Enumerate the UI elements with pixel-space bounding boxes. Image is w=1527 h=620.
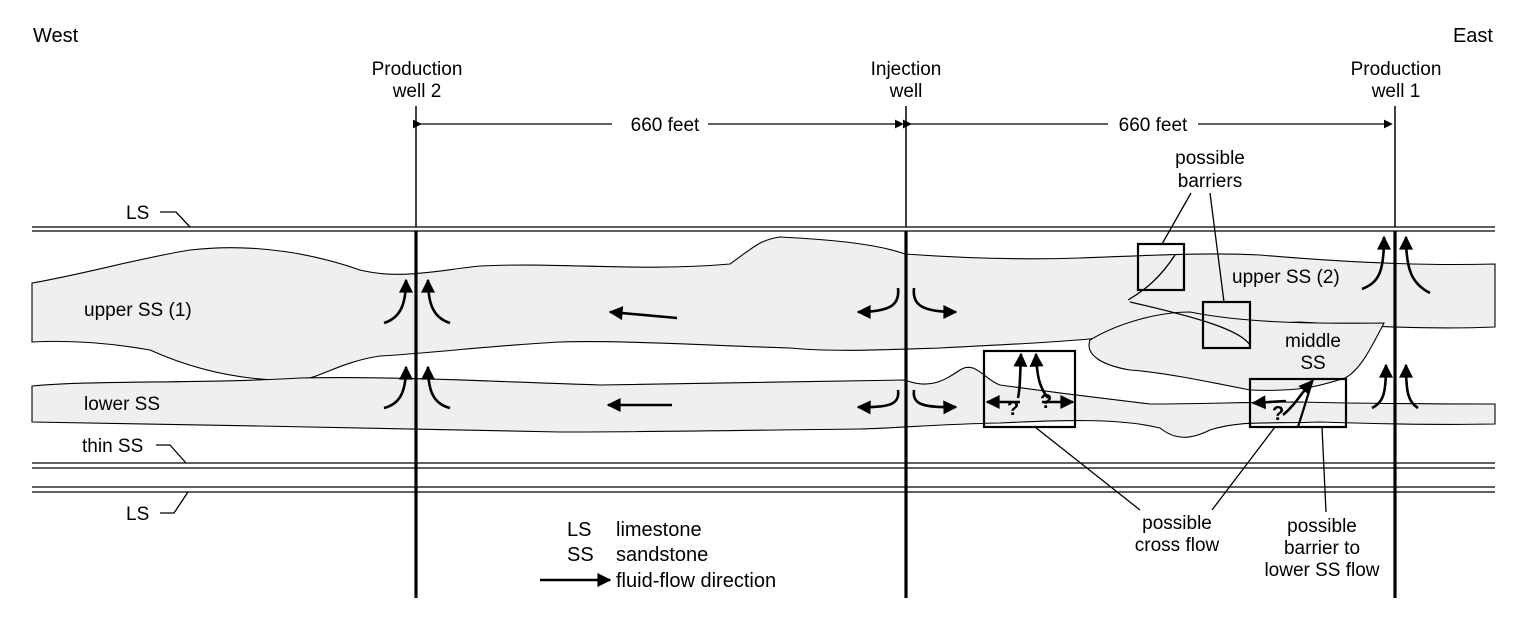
- barrier-boundary: [1127, 254, 1176, 301]
- barrier-arrow-diagonal: [1282, 379, 1313, 416]
- distance-left-label: 660 feet: [631, 115, 700, 136]
- flow-arrow-pw1-upper-left: [1361, 235, 1391, 291]
- production-well-1-label-1: Production: [1351, 59, 1442, 80]
- distance-right-label: 660 feet: [1119, 115, 1188, 136]
- lower-ss-body: [31, 366, 1496, 438]
- cross-flow-arrow-up-right: [1029, 352, 1050, 399]
- flow-arrow-inj-lower-right: [912, 389, 958, 415]
- cross-flow-label-2: cross flow: [1135, 535, 1220, 556]
- ls-top-label: LS: [126, 203, 149, 224]
- flow-arrow-inj-lower-left: [856, 389, 900, 415]
- upper-ss-2-label: upper SS (2): [1232, 267, 1340, 288]
- barriers-leader-2: [1209, 192, 1225, 303]
- barrier-box-2: [1201, 300, 1252, 350]
- question-mark-3: ?: [1272, 403, 1284, 425]
- legend-flow-text: fluid-flow direction: [616, 570, 776, 592]
- flow-arrow-pw2-lower-right: [421, 365, 451, 410]
- cross-flow-label-1: possible: [1142, 513, 1212, 534]
- injection-well-label-2: well: [889, 81, 923, 102]
- flow-arrow-upper-west: [608, 306, 678, 321]
- possible-barriers-label-1: possible: [1175, 148, 1245, 169]
- upper-ss-body: [31, 236, 1496, 381]
- barriers-leader-1: [1161, 192, 1192, 245]
- lower-ss-label: lower SS: [84, 394, 160, 415]
- ls-bottom-leader: [160, 491, 189, 514]
- production-well-2-label-1: Production: [372, 59, 463, 80]
- middle-ss-body: [1088, 311, 1385, 391]
- middle-ss-label-2: SS: [1300, 353, 1325, 374]
- barrier-box-1: [1136, 242, 1186, 292]
- barrier-lower-label-2: barrier to: [1284, 538, 1360, 559]
- barrier-lower-leader: [1321, 426, 1327, 513]
- thin-ss-leader: [156, 444, 187, 464]
- barrier-boundary-2: [1129, 301, 1251, 346]
- barrier-lower-label-3: lower SS flow: [1264, 560, 1379, 581]
- legend-ss-text: sandstone: [616, 544, 708, 566]
- cross-flow-leader-1: [1034, 426, 1141, 511]
- flow-arrow-inj-upper-left: [856, 287, 900, 319]
- flow-arrow-pw2-upper-left: [383, 278, 413, 325]
- flow-arrow-pw1-lower-left: [1371, 363, 1393, 410]
- ls-bottom-label: LS: [126, 504, 149, 525]
- east-label: East: [1453, 25, 1493, 47]
- legend-ls-text: limestone: [616, 519, 702, 541]
- barrier-lower-label-1: possible: [1287, 516, 1357, 537]
- flow-arrow-pw1-lower-right: [1399, 363, 1419, 410]
- cross-flow-box: [982, 349, 1077, 429]
- legend: LS limestone SS sandstone fluid-flow dir…: [540, 519, 776, 592]
- ls-top-leader: [160, 211, 191, 228]
- question-mark-1: ?: [1007, 398, 1019, 420]
- flow-arrow-pw1-upper-right: [1399, 235, 1431, 295]
- thin-ss-label: thin SS: [82, 436, 143, 457]
- cross-flow-arrow-up-left: [1013, 352, 1028, 399]
- legend-ls-abbr: LS: [567, 519, 591, 541]
- flow-arrow-pw2-lower-left: [383, 365, 413, 410]
- barrier-arrow-left: [1251, 395, 1287, 410]
- flow-arrow-inj-upper-right: [912, 287, 958, 319]
- west-label: West: [33, 25, 79, 47]
- injection-well-label-1: Injection: [871, 59, 942, 80]
- possible-barriers-label-2: barriers: [1178, 171, 1242, 192]
- question-mark-2: ?: [1040, 391, 1052, 413]
- flow-arrow-pw2-upper-right: [421, 278, 451, 325]
- legend-ss-abbr: SS: [567, 544, 594, 566]
- middle-ss-label-1: middle: [1285, 331, 1341, 352]
- production-well-1-label-2: well 1: [1371, 81, 1421, 102]
- upper-ss-1-label: upper SS (1): [84, 300, 192, 321]
- cross-flow-leader-2: [1211, 426, 1276, 511]
- production-well-2-label-2: well 2: [392, 81, 442, 102]
